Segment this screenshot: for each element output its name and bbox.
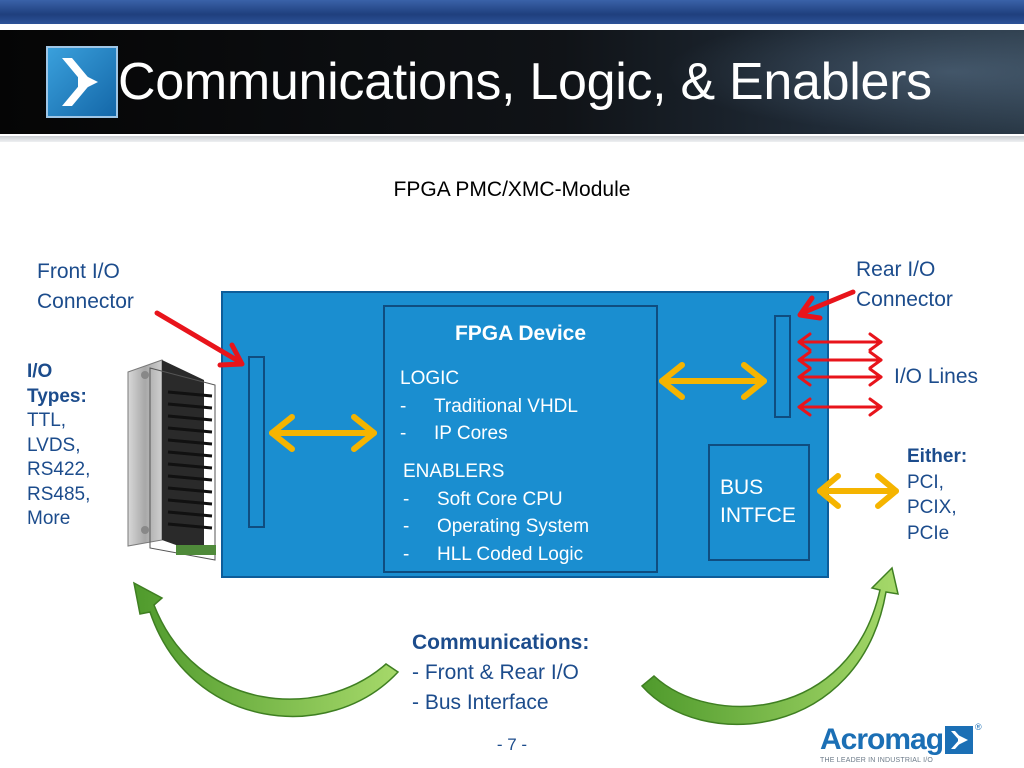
io-lines-label: I/O Lines: [894, 365, 979, 388]
bus-types-list: Either: PCI, PCIX, PCIe: [907, 444, 967, 546]
pointer-arrow-icon: [154, 310, 245, 368]
io-type-item: RS422,: [27, 459, 91, 480]
registered-mark: ®: [975, 722, 982, 732]
bus-type-item: PCIe: [907, 522, 950, 544]
top-accent-bar: [0, 0, 1024, 24]
cycle-arrow-icon: [132, 566, 899, 725]
bus-type-item: PCI,: [907, 471, 944, 493]
rear-io-connector-label: Rear I/O Connector: [856, 255, 953, 315]
double-arrow-icon: [269, 414, 377, 452]
logic-item: -IP Cores: [400, 423, 508, 444]
io-types-list: I/O Types: TTL, LVDS, RS422, RS485, More: [27, 360, 90, 532]
front-io-connector: [248, 356, 265, 528]
title-separator: [0, 136, 1024, 142]
page-number: - 7 -: [496, 735, 528, 754]
double-arrow-icon: [659, 362, 767, 400]
enabler-item: -Operating System: [403, 516, 590, 537]
rear-io-line2: Connector: [856, 288, 953, 311]
logic-item: -Traditional VHDL: [400, 395, 578, 417]
communications-heading: Communications:: [412, 631, 590, 654]
acromag-logo-icon: [46, 46, 118, 118]
title-band: [0, 30, 1024, 134]
bus-label-line2: INTFCE: [720, 504, 796, 527]
brand-name: Acromag: [820, 723, 944, 756]
acromag-footer-logo-icon: [945, 726, 973, 754]
front-io-line1: Front I/O: [37, 260, 120, 283]
enabler-item: -HLL Coded Logic: [403, 543, 584, 565]
logic-heading: LOGIC: [400, 368, 460, 389]
bus-type-item: PCIX,: [907, 497, 957, 518]
io-line-arrow-icon: [797, 332, 883, 417]
communications-summary: Communications: - Front & Rear I/O - Bus…: [412, 628, 589, 718]
fpga-device-box: [383, 305, 658, 573]
front-io-line2: Connector: [37, 290, 134, 313]
front-io-connector-label: Front I/O Connector: [37, 257, 134, 317]
pointer-arrow-icon: [797, 289, 856, 321]
bus-label-line1: BUS: [720, 476, 764, 499]
communications-item: - Bus Interface: [412, 691, 549, 714]
bus-interface-box: [708, 444, 810, 561]
bus-types-heading: Either:: [907, 446, 968, 467]
io-type-item: TTL,: [27, 410, 67, 431]
io-type-item: More: [27, 508, 71, 529]
io-type-item: LVDS,: [27, 434, 81, 456]
bus-interface-label: BUS INTFCE: [720, 474, 796, 530]
logic-section: LOGIC -Traditional VHDL -IP Cores: [400, 365, 578, 448]
enabler-item: -Soft Core CPU: [403, 488, 563, 510]
io-types-heading-2: Types:: [27, 385, 87, 407]
brand-tagline: THE LEADER IN INDUSTRIAL I/O: [820, 757, 934, 764]
io-type-item: RS485,: [27, 483, 91, 505]
slide-subtitle: FPGA PMC/XMC-Module: [393, 178, 631, 201]
rear-io-connector: [774, 315, 791, 418]
double-arrow-icon: [817, 473, 899, 509]
enablers-section: ENABLERS -Soft Core CPU -Operating Syste…: [403, 458, 589, 568]
enablers-heading: ENABLERS: [403, 461, 505, 482]
io-types-heading-1: I/O: [27, 361, 53, 382]
fpga-device-title: FPGA Device: [454, 322, 587, 345]
rear-io-line1: Rear I/O: [856, 258, 936, 281]
communications-item: - Front & Rear I/O: [412, 661, 579, 684]
slide-title: Communications, Logic, & Enablers: [118, 53, 932, 111]
